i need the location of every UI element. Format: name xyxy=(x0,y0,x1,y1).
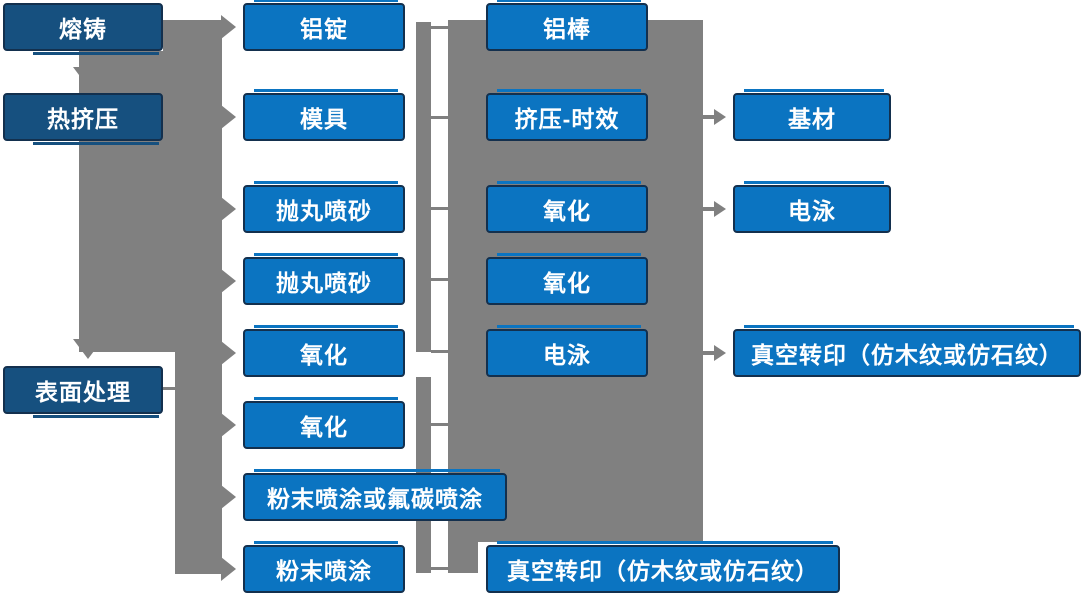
node-powder-or-fluorocarbon: 粉末喷涂或氟碳喷涂 xyxy=(243,469,507,521)
arrow-to-powder-coating xyxy=(221,557,236,581)
node-label-aluminum-rod: 铝棒 xyxy=(543,16,591,42)
node-aluminum-rod: 铝棒 xyxy=(486,0,648,51)
node-label-surface-treatment: 表面处理 xyxy=(35,379,131,405)
connector-tick-row2 xyxy=(431,116,448,119)
node-aluminum-ingot: 铝锭 xyxy=(243,0,405,51)
node-label-powder-or-fluorocarbon: 粉末喷涂或氟碳喷涂 xyxy=(267,486,483,512)
node-label-oxidation-a: 氧化 xyxy=(300,342,348,368)
connector-tick-surface xyxy=(163,387,176,390)
node-label-shot-blasting-1: 抛丸喷砂 xyxy=(276,198,372,224)
node-label-shot-blasting-2: 抛丸喷砂 xyxy=(276,270,372,296)
arrow-to-oxidation-b xyxy=(221,413,236,437)
connector-tick-row4 xyxy=(431,278,448,281)
node-label-extrusion-aging: 挤压-时效 xyxy=(514,106,620,132)
connector-left-top xyxy=(163,20,222,352)
node-label-powder-coating: 粉末喷涂 xyxy=(276,558,372,584)
node-label-vacuum-transfer-right: 真空转印（仿木纹或仿石纹） xyxy=(751,342,1063,368)
connector-tick-row1 xyxy=(431,26,448,29)
node-base-material: 基材 xyxy=(733,89,891,141)
arrow-to-shot-blasting-2 xyxy=(221,269,236,293)
arrow-to-aluminum-ingot xyxy=(221,15,236,39)
node-label-aluminum-ingot: 铝锭 xyxy=(300,16,348,42)
arrow-to-surface-treatment xyxy=(73,339,103,359)
node-electrophoresis-a: 电泳 xyxy=(486,325,648,377)
node-oxidation-c: 氧化 xyxy=(486,181,648,233)
node-vacuum-transfer-right: 真空转印（仿木纹或仿石纹） xyxy=(733,325,1081,377)
node-shot-blasting-2: 抛丸喷砂 xyxy=(243,253,405,305)
node-label-vacuum-transfer-bottom: 真空转印（仿木纹或仿石纹） xyxy=(507,558,819,584)
node-hot-extrusion: 热挤压 xyxy=(3,93,163,145)
arrow-to-shot-blasting-1 xyxy=(221,197,236,221)
node-label-electrophoresis-a: 电泳 xyxy=(543,342,591,368)
node-oxidation-a: 氧化 xyxy=(243,325,405,377)
node-oxidation-b: 氧化 xyxy=(243,397,405,449)
node-melt: 熔铸 xyxy=(3,3,163,55)
arrow-line-to-electrophoresis-b xyxy=(703,207,715,211)
connector-panel-leg xyxy=(448,542,478,573)
arrow-head-to-base-material xyxy=(714,109,726,125)
node-label-oxidation-b: 氧化 xyxy=(300,414,348,440)
node-powder-coating: 粉末喷涂 xyxy=(243,541,405,593)
connector-tick-row8 xyxy=(431,567,448,570)
node-extrusion-aging: 挤压-时效 xyxy=(486,89,648,141)
node-shot-blasting-1: 抛丸喷砂 xyxy=(243,181,405,233)
connector-left-stem xyxy=(175,352,222,574)
arrow-line-to-base-material xyxy=(703,115,715,119)
connector-tick-row3 xyxy=(431,207,448,210)
node-label-hot-extrusion: 热挤压 xyxy=(47,106,119,132)
connector-tick-row5 xyxy=(431,350,448,353)
arrow-to-oxidation-a xyxy=(221,341,236,365)
connector-tick-row6 xyxy=(431,423,448,426)
arrow-to-powder-or-fluorocarbon xyxy=(221,485,236,509)
node-label-electrophoresis-b: 电泳 xyxy=(788,198,836,224)
connector-mid-bar-upper xyxy=(416,22,431,352)
node-label-base-material: 基材 xyxy=(788,106,836,132)
node-label-oxidation-d: 氧化 xyxy=(543,270,591,296)
node-electrophoresis-b: 电泳 xyxy=(733,181,891,233)
node-label-melt: 熔铸 xyxy=(59,16,107,42)
arrow-to-mold xyxy=(221,105,236,129)
node-mold: 模具 xyxy=(243,89,405,141)
node-vacuum-transfer-bottom: 真空转印（仿木纹或仿石纹） xyxy=(486,541,840,593)
arrow-head-to-vacuum-transfer-right xyxy=(714,345,726,361)
node-label-mold: 模具 xyxy=(300,106,348,132)
node-surface-treatment: 表面处理 xyxy=(3,366,163,418)
arrow-head-to-electrophoresis-b xyxy=(714,201,726,217)
node-label-oxidation-c: 氧化 xyxy=(543,198,591,224)
arrow-line-to-vacuum-transfer-right xyxy=(703,351,715,355)
node-oxidation-d: 氧化 xyxy=(486,253,648,305)
arrow-melt-to-hot-extrusion xyxy=(73,67,103,87)
